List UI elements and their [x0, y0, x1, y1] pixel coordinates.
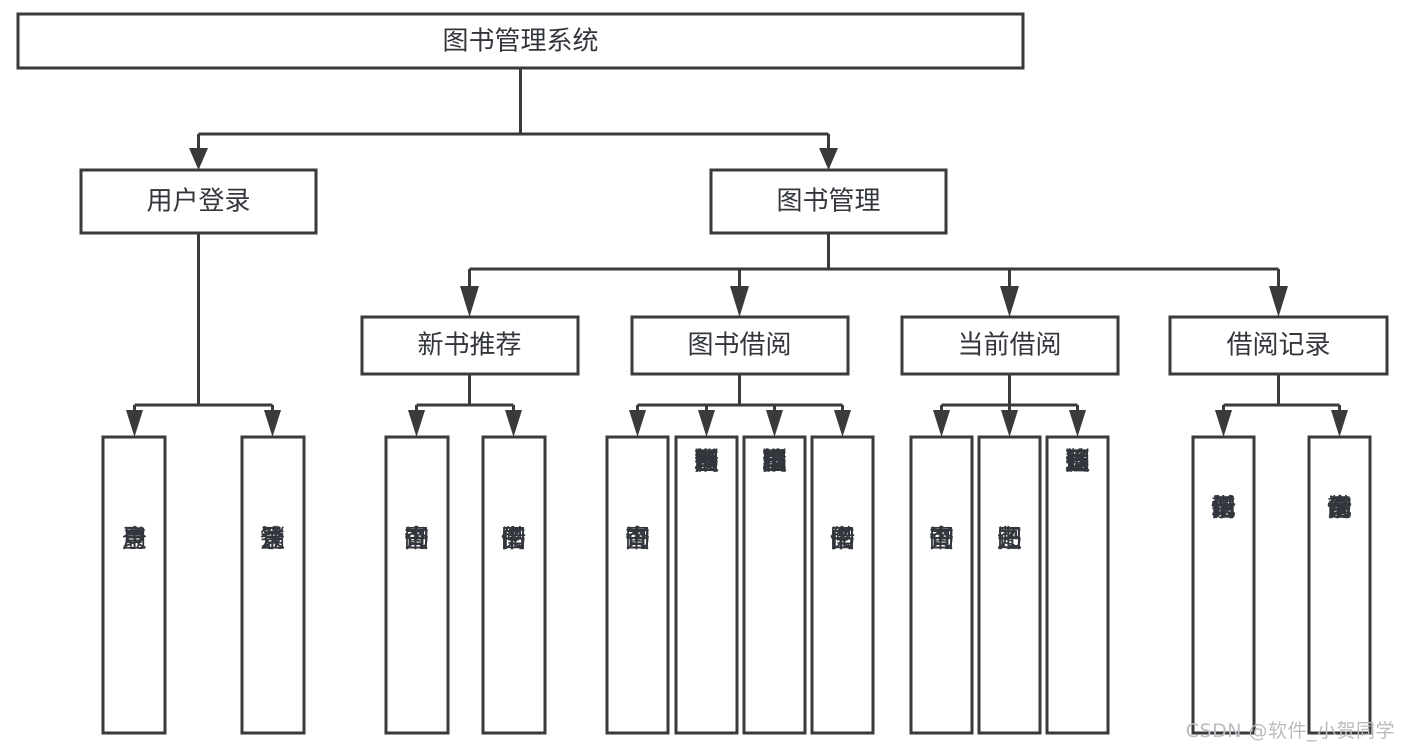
- arrow-leaf-query-book-2: [629, 410, 646, 437]
- node-leaf-user-login-label: 用户登录: [122, 524, 147, 553]
- node-leaf-add-record-box[interactable]: [1191, 435, 1256, 735]
- node-leaf-query-book-2-label: 查询图书: [625, 524, 650, 553]
- node-new-book-recommend-label: 新书推荐: [417, 331, 521, 361]
- arrow-book-manage: [819, 148, 838, 170]
- arrow-leaf-edit-book: [766, 410, 783, 437]
- node-leaf-query-record-box[interactable]: [1307, 435, 1372, 735]
- node-leaf-confirm-return-box[interactable]: [1045, 435, 1110, 735]
- arrow-leaf-query-book-1: [408, 410, 425, 437]
- node-leaf-edit-book-box[interactable]: [742, 435, 807, 735]
- node-leaf-borrow-book-2[interactable]: 借阅图书: [810, 435, 875, 735]
- arrow-leaf-add-book: [698, 410, 715, 437]
- node-book-borrow-box[interactable]: [630, 315, 850, 376]
- node-leaf-borrow-book-1-label: 借阅图书: [501, 524, 526, 553]
- node-borrow-record[interactable]: 借阅记录: [1168, 315, 1389, 376]
- node-leaf-query-book-1[interactable]: 查询图书: [384, 435, 450, 735]
- node-leaf-return-book-label: 归还图书: [997, 524, 1022, 553]
- node-leaf-query-book-2[interactable]: 查询图书: [605, 435, 670, 735]
- node-leaf-user-login[interactable]: 用户登录: [101, 435, 167, 735]
- arrow-leaf-confirm-return: [1069, 410, 1086, 437]
- node-book-manage-box[interactable]: [709, 168, 948, 235]
- arrow-leaf-logout-login: [264, 410, 281, 437]
- connector-layer: [126, 68, 1348, 437]
- arrow-leaf-user-login: [126, 410, 143, 437]
- node-borrow-record-label: 借阅记录: [1226, 331, 1330, 361]
- node-leaf-logout-login[interactable]: 注销登录: [240, 435, 306, 735]
- node-book-borrow-label: 图书借阅: [687, 331, 791, 361]
- node-current-borrow-box[interactable]: [900, 315, 1120, 376]
- node-leaf-confirm-return[interactable]: 确认归还（管理员）: [1045, 435, 1110, 735]
- node-leaf-query-book-1-box[interactable]: [384, 435, 450, 735]
- node-borrow-record-box[interactable]: [1168, 315, 1389, 376]
- node-current-borrow[interactable]: 当前借阅: [900, 315, 1120, 376]
- arrow-leaf-return-book: [1001, 410, 1018, 437]
- node-user-login-box[interactable]: [79, 168, 318, 235]
- node-leaf-confirm-return-label: 确认归还（管理员）: [1065, 447, 1090, 476]
- node-root-box[interactable]: [16, 12, 1025, 70]
- node-new-book-recommend-box[interactable]: [360, 315, 580, 376]
- arrow-leaf-borrow-book-2: [834, 410, 851, 437]
- node-leaf-add-book[interactable]: 新增图书（管理员）: [674, 435, 739, 735]
- node-user-login-label: 用户登录: [146, 187, 250, 217]
- leaf-layer: 用户登录 注销登录 查询图书 借阅图书 查询图书 新增图书（管理员）: [101, 435, 1372, 735]
- arrow-leaf-borrow-book-1: [505, 410, 522, 437]
- node-leaf-borrow-book-2-label: 借阅图书: [830, 524, 855, 553]
- node-leaf-query-book-3[interactable]: 查询图书: [909, 435, 974, 735]
- node-leaf-query-record-label: 查询借阅记录: [1327, 493, 1352, 522]
- node-leaf-add-record[interactable]: 新增借阅记录: [1191, 435, 1256, 735]
- arrow-new-book: [460, 286, 479, 317]
- node-leaf-edit-book[interactable]: 编辑图书（管理员）: [742, 435, 807, 735]
- node-root-label: 图书管理系统: [442, 27, 598, 57]
- node-leaf-query-record[interactable]: 查询借阅记录: [1307, 435, 1372, 735]
- node-leaf-query-book-3-label: 查询图书: [929, 524, 954, 553]
- csdn-watermark: CSDN @软件_小贺同学: [1185, 720, 1395, 742]
- arrow-leaf-add-record: [1215, 410, 1232, 437]
- arrow-current-borrow: [1000, 286, 1019, 317]
- node-book-manage[interactable]: 图书管理: [709, 168, 948, 235]
- node-leaf-edit-book-label: 编辑图书（管理员）: [762, 447, 787, 476]
- node-leaf-add-book-label: 新增图书（管理员）: [694, 447, 719, 476]
- node-leaf-borrow-book-2-box[interactable]: [810, 435, 875, 735]
- node-leaf-logout-login-box[interactable]: [240, 435, 306, 735]
- arrow-borrow-record: [1269, 286, 1288, 317]
- node-leaf-logout-login-label: 注销登录: [260, 524, 285, 553]
- arrow-leaf-query-record: [1331, 410, 1348, 437]
- node-leaf-return-book[interactable]: 归还图书: [977, 435, 1042, 735]
- node-leaf-return-book-box[interactable]: [977, 435, 1042, 735]
- node-book-borrow[interactable]: 图书借阅: [630, 315, 850, 376]
- node-leaf-add-book-box[interactable]: [674, 435, 739, 735]
- node-user-login[interactable]: 用户登录: [79, 168, 318, 235]
- node-root[interactable]: 图书管理系统: [16, 12, 1025, 70]
- node-leaf-query-book-1-label: 查询图书: [404, 524, 429, 553]
- node-book-manage-label: 图书管理: [776, 187, 880, 217]
- node-leaf-borrow-book-1-box[interactable]: [481, 435, 547, 735]
- node-leaf-borrow-book-1[interactable]: 借阅图书: [481, 435, 547, 735]
- arrow-user-login: [189, 148, 208, 170]
- arrow-leaf-query-book-3: [933, 410, 950, 437]
- arrow-book-borrow: [730, 286, 749, 317]
- node-leaf-query-book-2-box[interactable]: [605, 435, 670, 735]
- node-leaf-user-login-box[interactable]: [101, 435, 167, 735]
- node-leaf-query-book-3-box[interactable]: [909, 435, 974, 735]
- node-current-borrow-label: 当前借阅: [957, 331, 1061, 361]
- node-new-book-recommend[interactable]: 新书推荐: [360, 315, 580, 376]
- node-leaf-add-record-label: 新增借阅记录: [1211, 493, 1236, 522]
